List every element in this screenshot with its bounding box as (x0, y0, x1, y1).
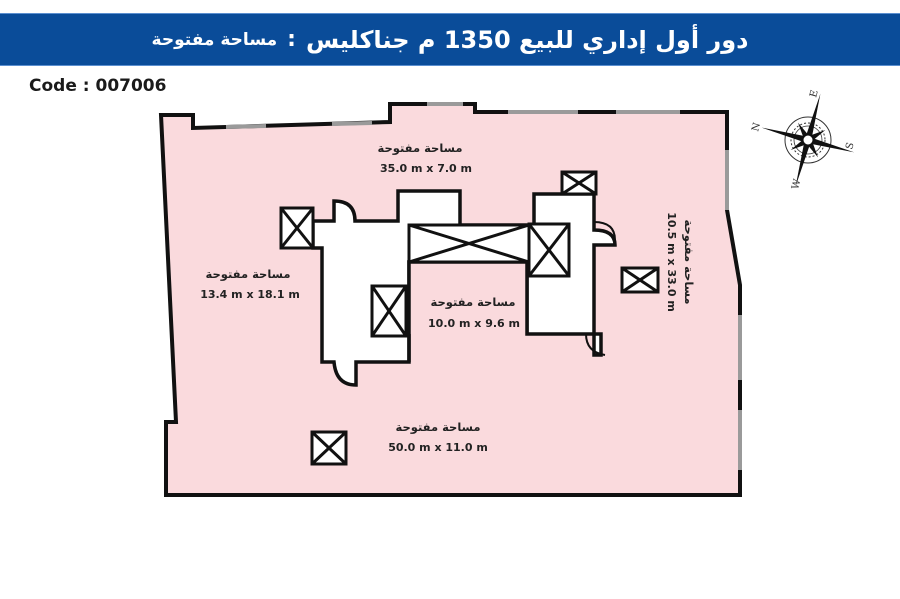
svg-text:35.0 m x 7.0 m: 35.0 m x 7.0 m (380, 162, 472, 175)
shaft-icon (279, 206, 315, 250)
compass-icon: N E S W (750, 89, 856, 191)
svg-text:10.5 m x 33.0 m: 10.5 m x 33.0 m (665, 212, 678, 312)
room-label-top: مساحة مفتوحة 35.0 m x 7.0 m (378, 141, 472, 175)
shaft-icon (620, 266, 660, 294)
compass-east: E (808, 89, 821, 99)
listing-title: دور أول إداري للبيع 1350 م جناكليس (305, 25, 749, 54)
svg-text:مساحة مفتوحة: مساحة مفتوحة (378, 141, 463, 156)
shaft-icons (279, 170, 660, 466)
room-label-right: مساحة مفتوحة 10.5 m x 33.0 m (665, 212, 696, 312)
svg-text:10.0 m x 9.6 m: 10.0 m x 9.6 m (428, 317, 520, 330)
svg-text:50.0 m x 11.0 m: 50.0 m x 11.0 m (388, 441, 488, 454)
shaft-icon (407, 223, 531, 264)
listing-subtitle: مساحة مفتوحة (151, 29, 278, 50)
svg-text:13.4 m x 18.1 m: 13.4 m x 18.1 m (200, 288, 300, 301)
shaft-icon (560, 170, 598, 196)
svg-text:مساحة مفتوحة: مساحة مفتوحة (396, 420, 481, 435)
listing-code: Code : 007006 (29, 76, 167, 96)
room-label-center: مساحة مفتوحة 10.0 m x 9.6 m (428, 295, 520, 330)
svg-text:مساحة مفتوحة: مساحة مفتوحة (431, 295, 516, 310)
compass-west: W (790, 177, 803, 190)
shaft-icon (310, 430, 348, 466)
svg-text:مساحة مفتوحة: مساحة مفتوحة (681, 220, 696, 305)
shaft-icon (527, 222, 571, 278)
compass-north: N (750, 121, 763, 133)
windows (225, 102, 742, 470)
compass-south: S (844, 141, 856, 151)
shaft-icon (370, 284, 408, 338)
room-center (409, 262, 527, 334)
title-separator: : (287, 27, 296, 52)
room-label-bottom: مساحة مفتوحة 50.0 m x 11.0 m (388, 420, 488, 454)
door-swings (333, 200, 616, 386)
room-label-left: مساحة مفتوحة 13.4 m x 18.1 m (200, 267, 300, 301)
title-banner: دور أول إداري للبيع 1350 م جناكليس : مسا… (0, 13, 900, 66)
svg-text:مساحة مفتوحة: مساحة مفتوحة (206, 267, 291, 282)
